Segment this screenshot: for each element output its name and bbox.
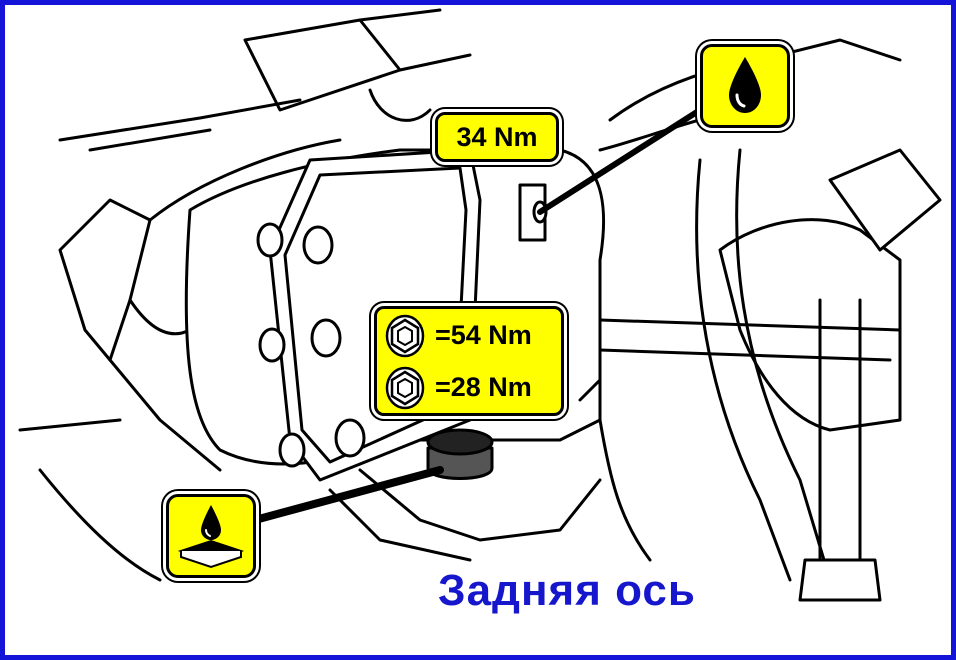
- torque-value: =54 Nm: [435, 320, 532, 350]
- caption-title: Задняя ось: [438, 566, 696, 615]
- oil-drain-icon-box: [166, 494, 256, 578]
- torque-value: =28 Nm: [435, 372, 532, 402]
- torque-row: =54 Nm: [383, 312, 563, 360]
- oil-drain-pan-icon: [177, 505, 245, 569]
- oil-drop-icon: [729, 57, 761, 113]
- oil-fill-icon-box: [700, 44, 790, 128]
- torque-row: =28 Nm: [383, 364, 563, 412]
- hex-bolt-icon: [385, 366, 425, 410]
- hex-bolt-icon: [385, 314, 425, 358]
- flange-bolt-torque-label: =54 Nm =28 Nm: [374, 306, 564, 416]
- fill-plug-torque-label: 34 Nm: [435, 112, 559, 162]
